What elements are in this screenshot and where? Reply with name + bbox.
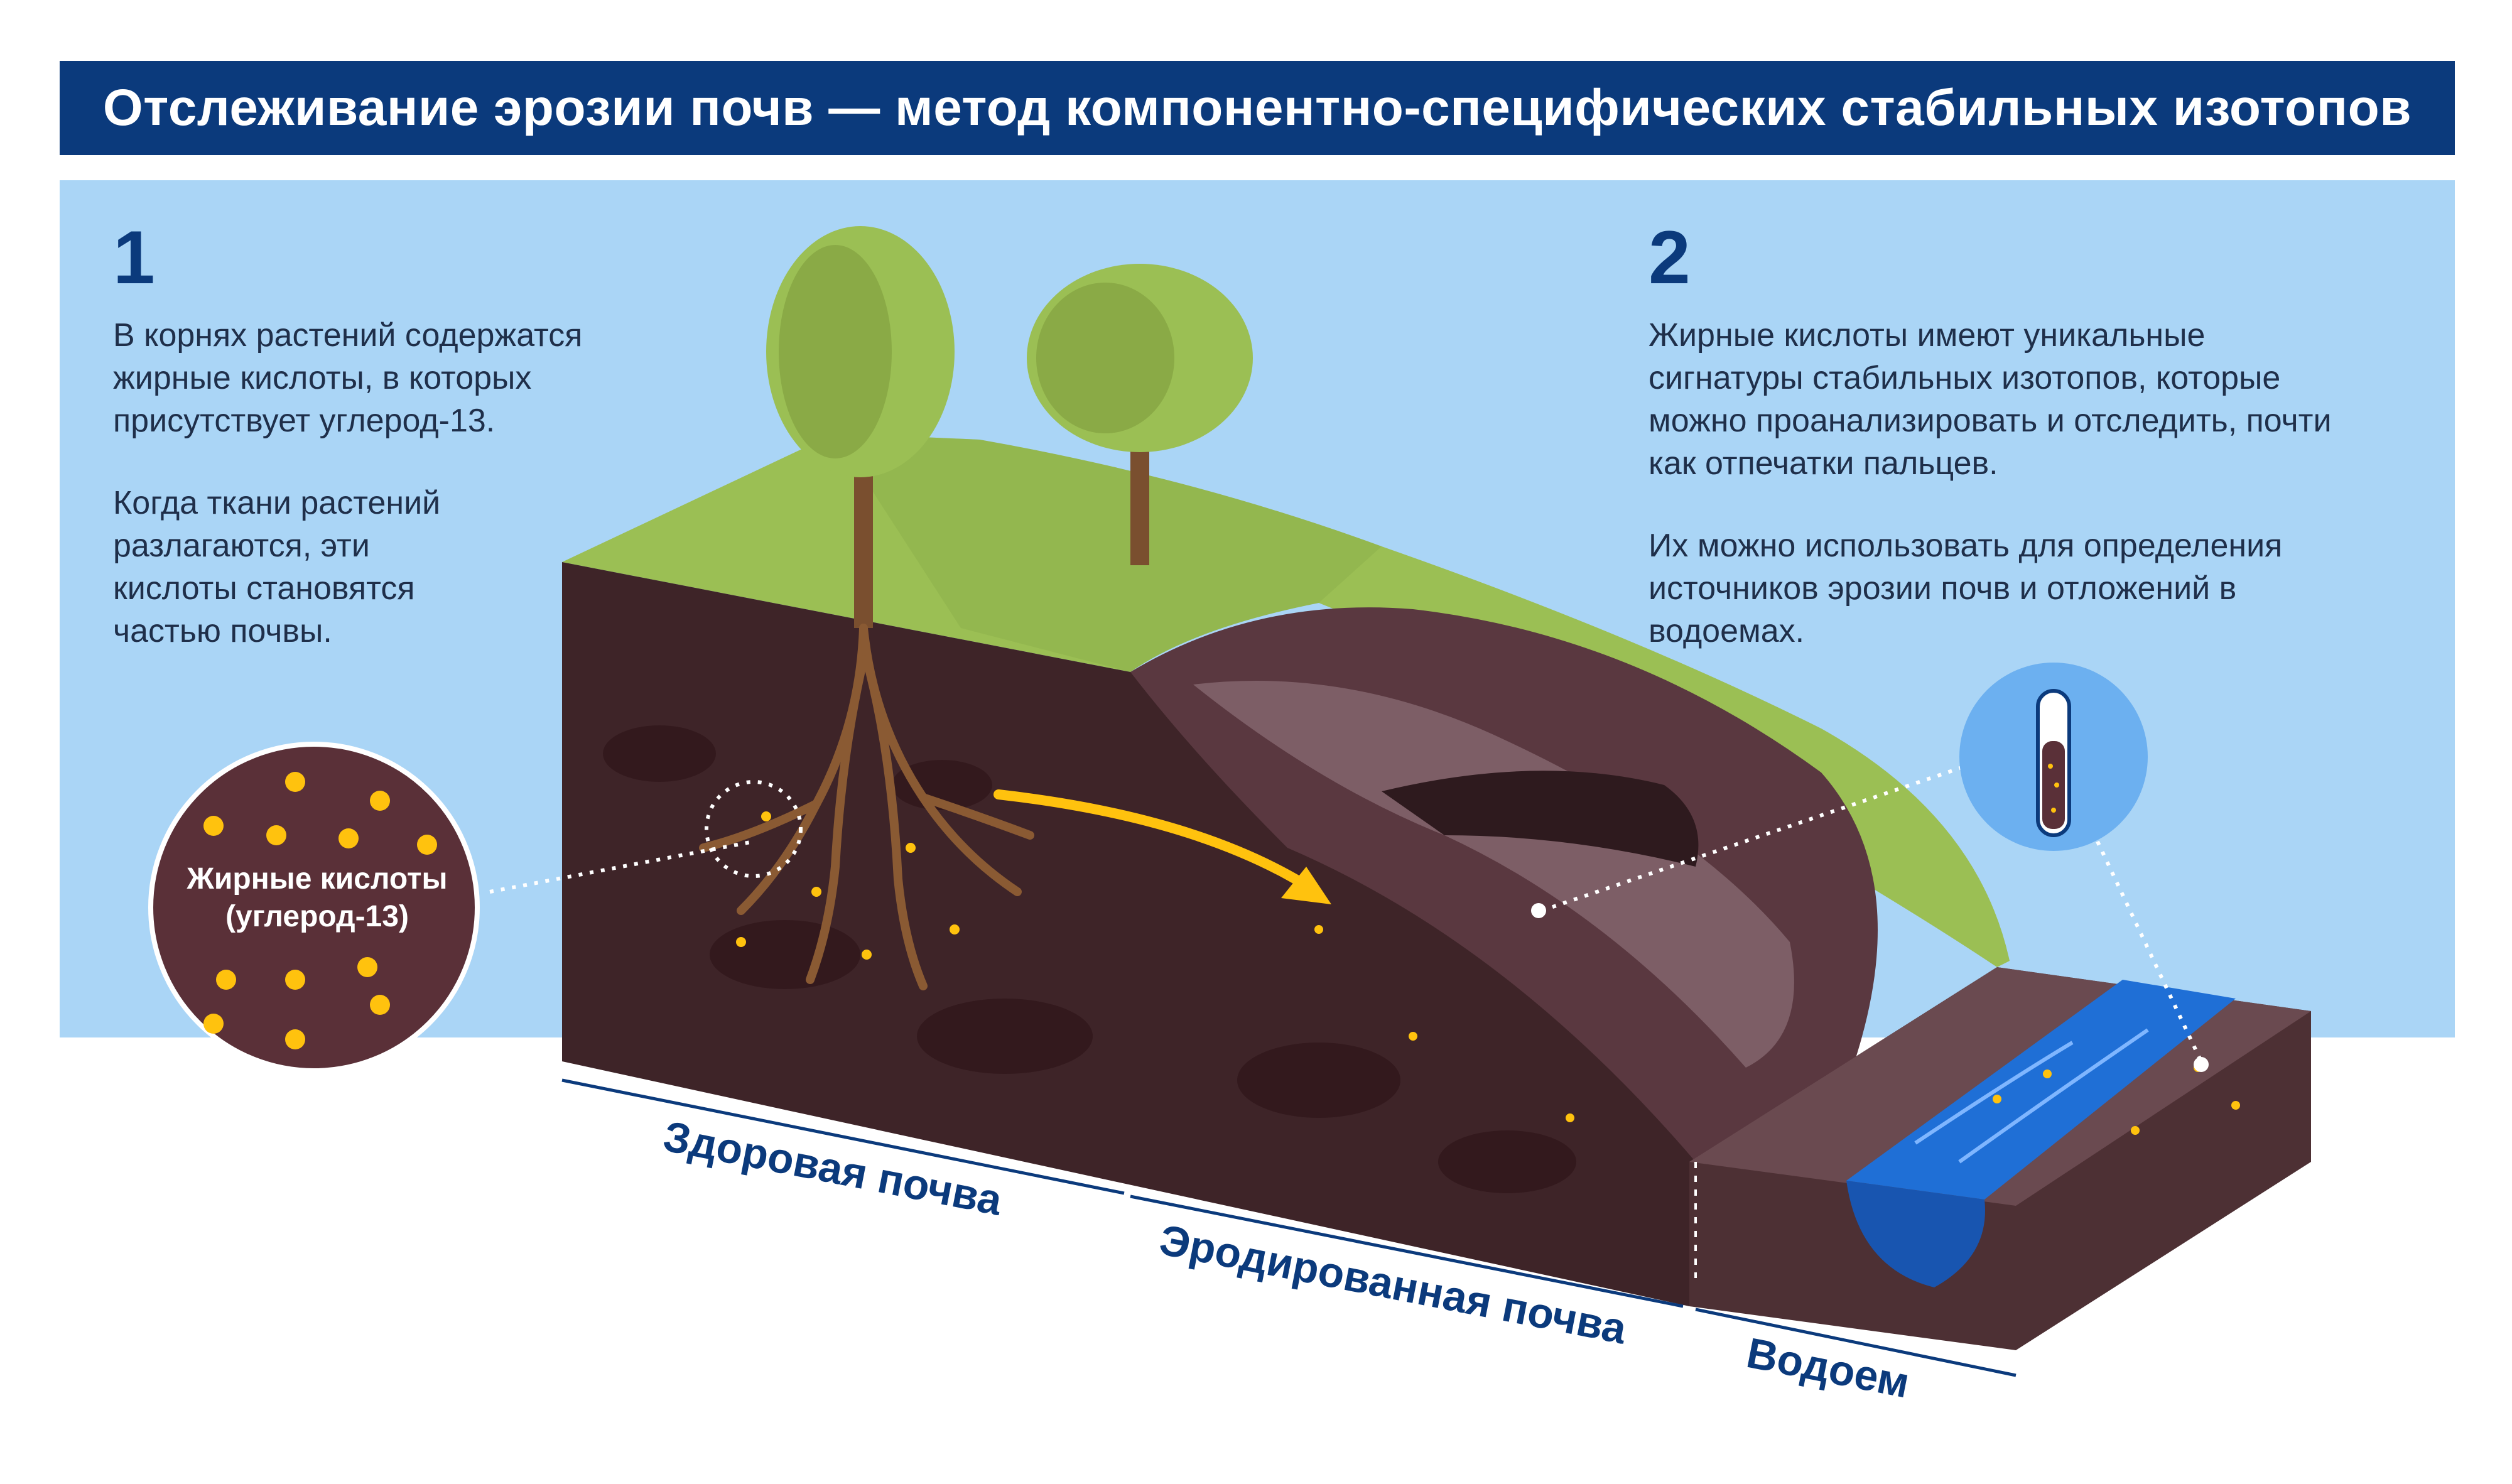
plant-roots [699,624,1034,990]
zoom-circle [148,742,480,1073]
zoom-circle-label: Жирные кислоты (углерод-13) [187,862,448,933]
step-1-paragraph-2: Когда ткани растений разлагаются, эти ки… [113,485,441,649]
grass-shade [835,433,1382,672]
tree-right [1027,264,1253,565]
tree-left [766,226,955,628]
step-2-paragraph-2: Их можно использовать для определения ис… [1648,528,2283,649]
eroded-scar [1193,681,1794,1068]
step-2-number: 2 [1648,215,1691,300]
water-channel-front [1846,1181,1985,1287]
eroded-scar-dark [1382,771,1699,867]
erosion-arrow [993,789,1311,891]
zoom-dots [203,772,437,1049]
step-2-paragraph-1: Жирные кислоты имеют уникальные сигнатур… [1648,317,2332,482]
title-bar: Отслеживание эрозии почв — метод компоне… [60,61,2455,155]
axis-healthy [561,1078,1125,1195]
axis-eroded [1130,1194,1684,1308]
step-1-number: 1 [113,215,155,300]
fatty-acid-dots [736,811,2240,1135]
step-1-paragraph-1: В корнях растений содержатся жирные кисл… [113,317,583,439]
page-title: Отслеживание эрозии почв — метод компоне… [102,79,2412,136]
axis-water [1695,1308,2017,1377]
